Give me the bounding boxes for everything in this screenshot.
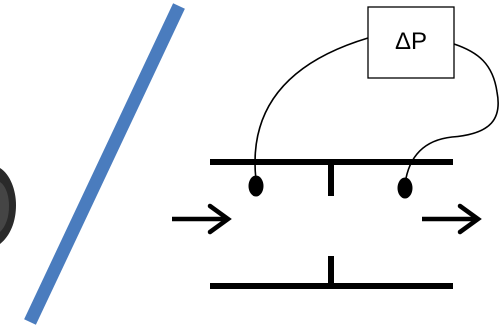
gauge-box — [367, 6, 455, 79]
upstream-pressure-tap — [248, 175, 264, 197]
outlet-flow-arrow — [422, 203, 482, 235]
cropped-photo-fragment — [0, 168, 16, 244]
upstream-sensing-line — [254, 37, 369, 181]
gauge-label: ΔP — [395, 28, 427, 55]
divider-line — [24, 3, 185, 325]
differential-pressure-gauge: ΔP — [367, 6, 455, 79]
downstream-pressure-tap — [397, 177, 413, 199]
inlet-flow-arrow — [172, 203, 232, 235]
downstream-sensing-line — [404, 43, 499, 185]
photo-highlight — [0, 182, 9, 232]
